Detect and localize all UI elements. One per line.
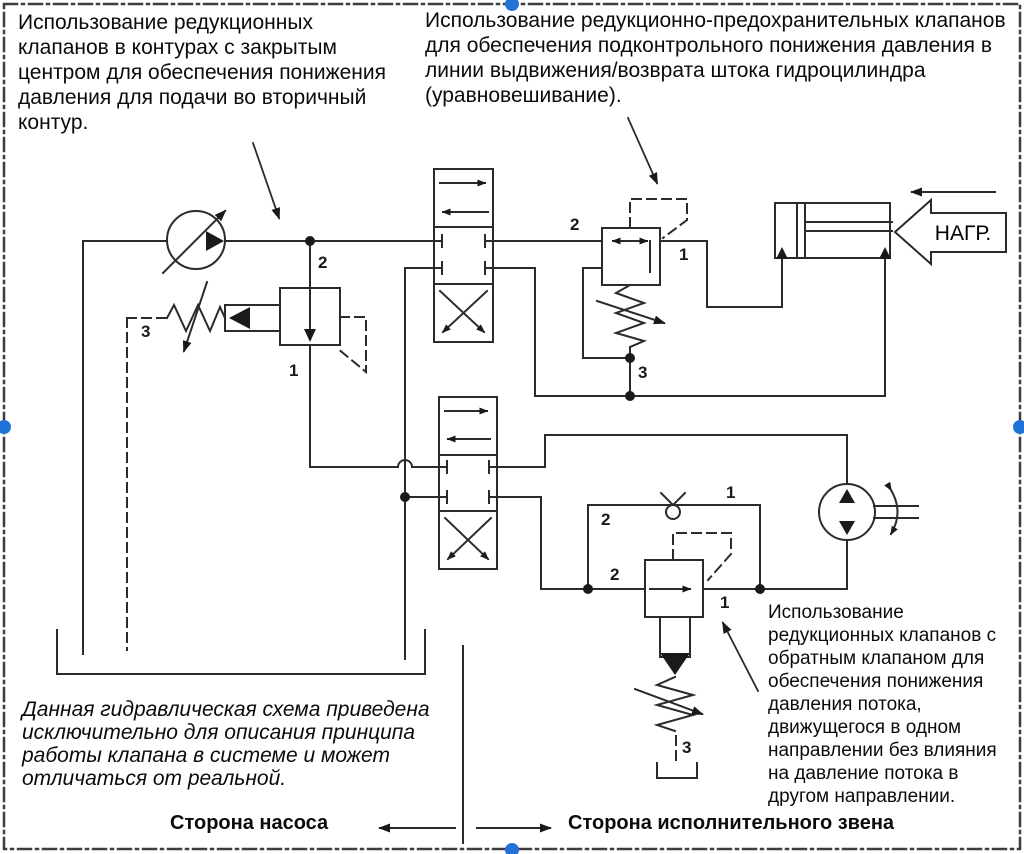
annotation-top-left: Использование редукционных клапанов в ко… [18,11,386,134]
tank-small [656,762,698,779]
hydraulic-motor [818,481,919,541]
annotation-disclaimer: Данная гидравлическая схема приведена ис… [22,698,430,790]
port-label: 2 [610,565,619,584]
caption-actuator-side: Сторона исполнительного звена [568,812,895,834]
side-divider [378,645,552,844]
tank-main [56,629,426,675]
port-label: 1 [726,483,735,502]
port-label: 2 [570,215,579,234]
junction-dots [305,236,765,594]
selection-handle-top[interactable] [505,0,519,11]
port-label: 1 [679,245,688,264]
cylinder [774,202,893,259]
port-label: 3 [141,322,150,341]
port-label: 1 [720,593,729,612]
selection-handle-left[interactable] [0,420,11,434]
load-label: НАГР. [935,222,991,245]
selection-handle-bottom[interactable] [505,843,519,854]
check-valve [659,491,687,520]
directional-valve-bottom [438,396,498,570]
selection-handle-right[interactable] [1013,420,1024,434]
callout-arrows [251,116,760,693]
reducing-relieving-valve [595,227,666,349]
directional-valve-top [433,168,494,343]
port-label: 3 [638,363,647,382]
port-label: 2 [601,510,610,529]
caption-pump-side: Сторона насоса [170,812,329,834]
pump-symbol [161,209,227,275]
port-label: 1 [289,361,298,380]
port-label: 3 [682,738,691,757]
annotation-top-right: Использование редукционно-предохранитель… [425,9,1006,107]
reducing-valve-with-check [633,559,704,779]
port-label: 2 [318,253,327,272]
pressure-reducing-valve-left [165,280,341,353]
annotation-bottom-right: Использование редукционных клапанов с об… [768,602,997,807]
pilot-lines [126,198,732,763]
load-arrow: НАГР. [893,187,1007,267]
